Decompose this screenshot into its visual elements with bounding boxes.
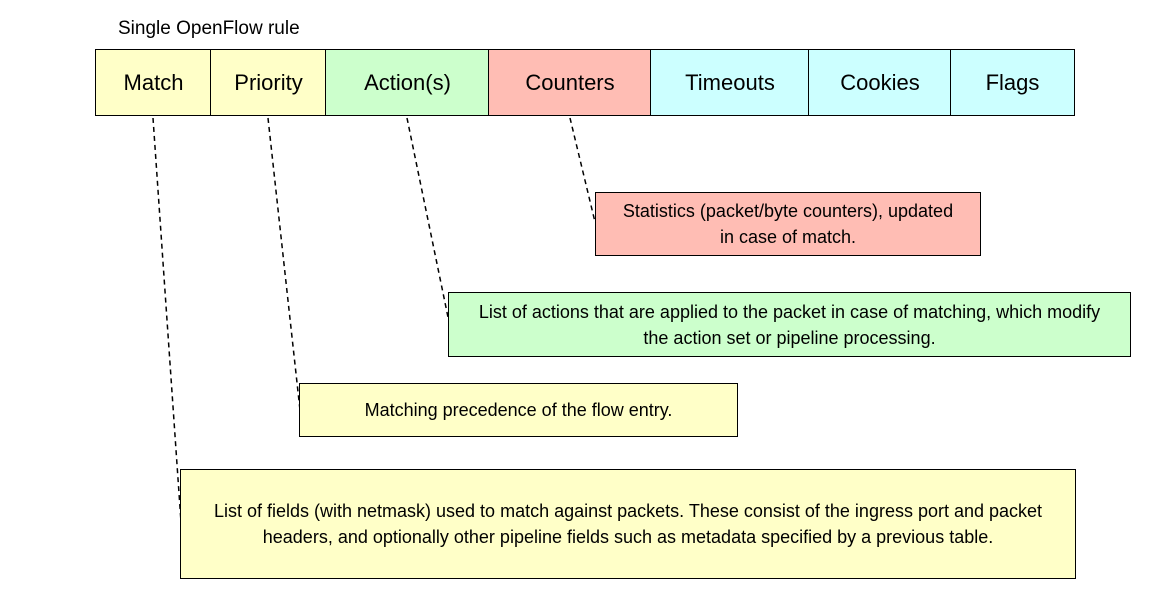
description-actions: List of actions that are applied to the … — [448, 292, 1131, 357]
field-timeouts: Timeouts — [650, 49, 810, 116]
connector-actions — [406, 117, 450, 323]
diagram-title: Single OpenFlow rule — [118, 18, 300, 39]
description-counters: Statistics (packet/byte counters), updat… — [595, 192, 981, 256]
connector-match — [152, 117, 182, 523]
field-actions: Action(s) — [325, 49, 490, 116]
connector-counters — [569, 117, 596, 223]
description-priority: Matching precedence of the flow entry. — [299, 383, 738, 437]
field-cookies: Cookies — [808, 49, 952, 116]
field-flags: Flags — [950, 49, 1075, 116]
connector-priority — [267, 117, 301, 411]
field-counters: Counters — [488, 49, 652, 116]
description-match: List of fields (with netmask) used to ma… — [180, 469, 1076, 579]
